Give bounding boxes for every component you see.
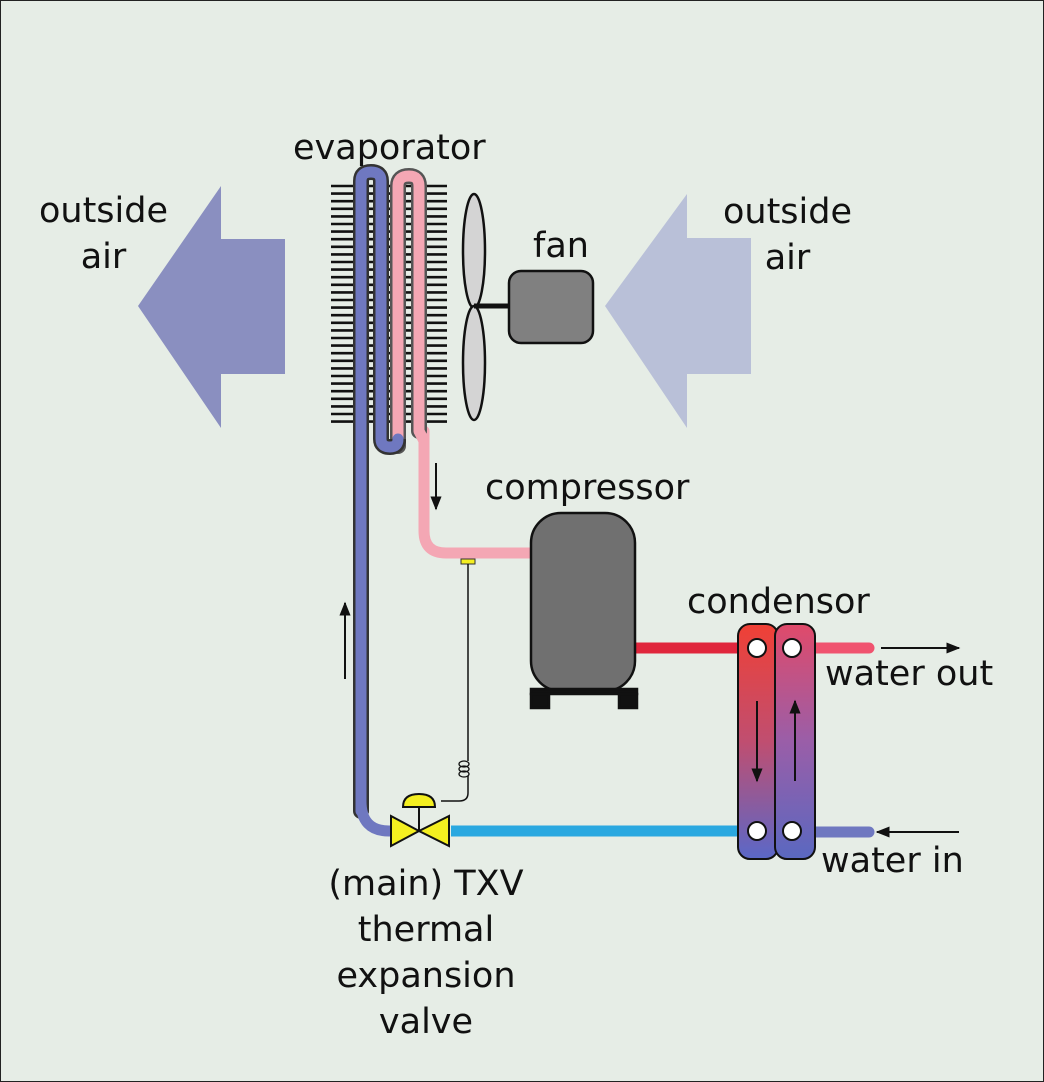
fan-motor <box>507 269 595 345</box>
condensor-port <box>747 821 767 841</box>
condensor-port <box>747 638 767 658</box>
outside-air-right-label: outside air <box>715 189 860 281</box>
txv-sensing-bulb <box>460 558 476 565</box>
outside-air-right-line2: air <box>764 238 811 278</box>
txv-label-line1: (main) TXV <box>328 864 524 904</box>
cold-return-pipe <box>355 800 393 837</box>
outside-air-out-arrow <box>138 186 285 428</box>
outside-air-left-line1: outside <box>38 191 169 231</box>
evaporator-label: evaporator <box>293 128 486 168</box>
fan-blade-bottom <box>461 304 487 422</box>
outside-air-in-arrow <box>605 194 751 428</box>
fan-label: fan <box>533 226 589 266</box>
txv-label-line3: expansion <box>336 956 516 996</box>
suction-pipe <box>418 425 537 559</box>
compressor-label: compressor <box>485 468 690 508</box>
capillary-tube <box>441 564 469 802</box>
txv-valve <box>390 792 450 848</box>
fan <box>461 192 595 422</box>
fan-blade-top <box>461 192 487 310</box>
outside-air-left-label: outside air <box>31 188 176 280</box>
water-in-label: water in <box>821 841 964 881</box>
condensor <box>737 623 816 860</box>
water-out-label: water out <box>825 654 994 694</box>
txv-label-line2: thermal <box>357 910 495 950</box>
capillary-coil <box>458 760 470 778</box>
condensor-port <box>782 638 802 658</box>
condensor-label: condensor <box>687 582 870 622</box>
condensor-port <box>782 821 802 841</box>
outside-air-right-line1: outside <box>722 192 853 232</box>
txv-label: (main) TXV thermal expansion valve <box>301 861 551 1045</box>
compressor <box>529 511 639 710</box>
outside-air-left-line2: air <box>80 237 127 277</box>
txv-label-line4: valve <box>378 1002 474 1042</box>
